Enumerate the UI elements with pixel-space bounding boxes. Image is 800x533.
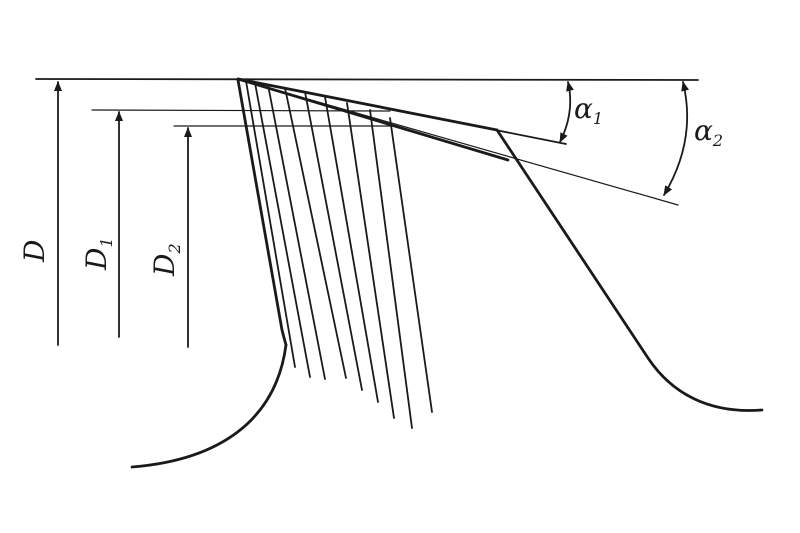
fan-line: [369, 109, 413, 429]
fan-line: [267, 84, 326, 380]
right-flank-curve: [495, 128, 764, 412]
fan-line: [304, 91, 363, 391]
d1-label: D1: [80, 237, 116, 271]
alpha1-arc: [559, 81, 574, 143]
fan-line: [346, 102, 395, 419]
fan-line: [324, 96, 379, 403]
fan-outer-line: [236, 78, 288, 347]
alpha1-label: α1: [574, 92, 603, 128]
fan-line: [389, 117, 433, 413]
d2-label: D2: [148, 243, 184, 277]
fan-line: [284, 87, 347, 379]
fan-line: [245, 80, 296, 368]
d-label: D: [18, 240, 51, 263]
edge-to-corner-line: [236, 77, 499, 132]
alpha2-label: α2: [694, 114, 723, 150]
left-flute-curve: [130, 343, 288, 469]
edge-lower-line: [236, 77, 510, 162]
alpha2-arc: [663, 81, 689, 196]
fan-line: [254, 82, 311, 378]
top-reference-line: [35, 78, 699, 81]
flute-fan-lines: [236, 78, 433, 429]
